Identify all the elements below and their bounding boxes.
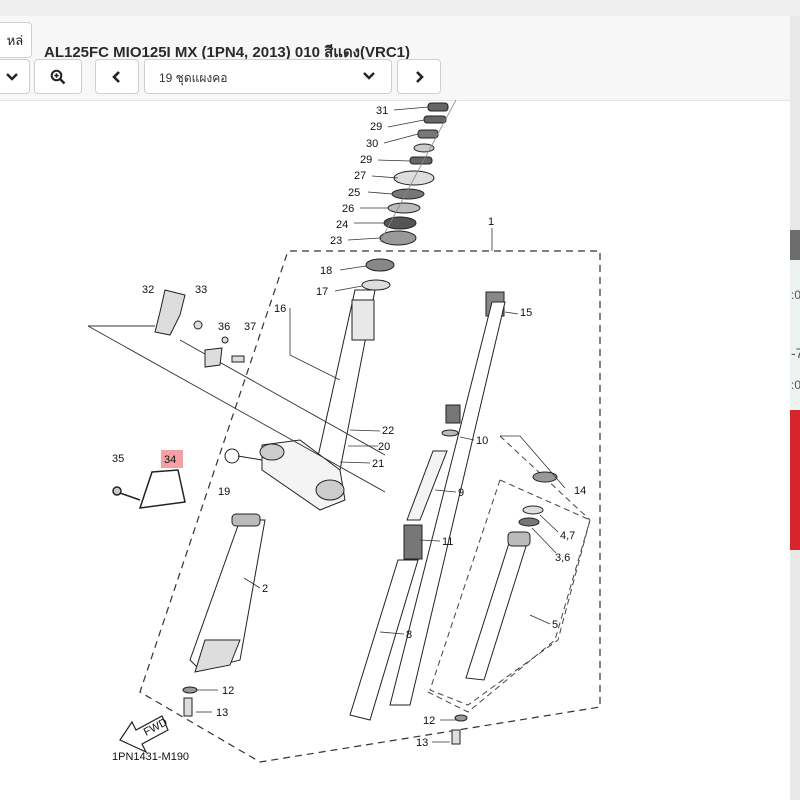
chevron-down-icon xyxy=(363,72,375,80)
right-panel-dark-strip xyxy=(790,230,800,260)
callout-label[interactable]: 4,7 xyxy=(560,530,575,542)
callout-label[interactable]: 8 xyxy=(406,629,412,641)
right-fork-leg xyxy=(451,471,558,745)
callout-label[interactable]: 18 xyxy=(320,265,332,277)
zoom-in-icon xyxy=(50,69,66,84)
callout-label[interactable]: 9 xyxy=(458,487,464,499)
callout-label[interactable]: 25 xyxy=(348,187,360,199)
chevron-right-icon xyxy=(416,70,424,83)
callout-label[interactable]: 12 xyxy=(222,685,234,697)
callout-label[interactable]: 5 xyxy=(552,619,558,631)
assembly-outline-left-tube xyxy=(423,435,591,713)
under-bracket xyxy=(224,439,346,511)
callout-label[interactable]: 1 xyxy=(488,216,494,228)
callout-label[interactable]: 27 xyxy=(354,170,366,182)
callout-label[interactable]: 36 xyxy=(218,321,230,333)
left-fork-leg xyxy=(182,513,266,717)
right-panel-info-strip xyxy=(790,260,800,410)
steering-stem xyxy=(314,258,395,471)
previous-section-button[interactable] xyxy=(95,59,139,94)
right-panel-fragment: :0 xyxy=(791,288,800,302)
hose-clamp-parts xyxy=(154,289,245,368)
callout-label[interactable]: 29 xyxy=(360,154,372,166)
callout-label[interactable]: 29 xyxy=(370,121,382,133)
catalog-header: หล่ AL125FC MIO125I MX (1PN4, 2013) 010 … xyxy=(0,16,790,101)
exploded-parts-diagram: FWD 31 29 30 29 27 25 26 24 23 1 18 17 1… xyxy=(40,99,790,800)
callout-label[interactable]: 2 xyxy=(262,583,268,595)
back-button[interactable]: หล่ xyxy=(0,22,32,58)
diagram-code: 1PN1431-M190 xyxy=(112,751,189,763)
callout-leaders xyxy=(196,106,566,743)
section-select[interactable]: 19 ชุดแผงคอ xyxy=(144,59,392,94)
callout-label[interactable]: 12 xyxy=(423,715,435,727)
callout-label[interactable]: 34 xyxy=(164,454,176,466)
callout-label[interactable]: 17 xyxy=(316,286,328,298)
callout-label[interactable]: 37 xyxy=(244,321,256,333)
chevron-down-icon xyxy=(6,72,18,81)
section-select-value: 19 ชุดแผงคอ xyxy=(159,71,228,85)
callout-label[interactable]: 20 xyxy=(378,441,390,453)
next-section-button[interactable] xyxy=(397,59,441,94)
right-panel-red-banner xyxy=(790,410,800,550)
callout-label[interactable]: 10 xyxy=(476,435,488,447)
right-panel-fragment: :0 xyxy=(791,378,800,392)
steering-bearing-stack xyxy=(379,99,457,246)
callout-label[interactable]: 11 xyxy=(442,536,453,548)
callout-label[interactable]: 19 xyxy=(218,486,230,498)
callout-label[interactable]: 33 xyxy=(195,284,207,296)
callout-label[interactable]: 23 xyxy=(330,235,342,247)
highlighted-callout-box[interactable] xyxy=(161,450,183,468)
reflector-bracket xyxy=(112,469,186,509)
page-title: AL125FC MIO125I MX (1PN4, 2013) 010 สีแด… xyxy=(44,44,411,61)
callout-label[interactable]: 13 xyxy=(216,707,228,719)
model-dropdown-button[interactable] xyxy=(0,59,30,94)
callout-label[interactable]: 22 xyxy=(382,425,394,437)
fork-inner-tube-assembly xyxy=(349,291,506,721)
assembly-outline-fork xyxy=(139,250,601,763)
callout-label[interactable]: 3,6 xyxy=(555,552,570,564)
assembly-outline-inner xyxy=(429,479,591,706)
callout-label[interactable]: 26 xyxy=(342,203,354,215)
callout-label[interactable]: 24 xyxy=(336,219,348,231)
callout-label[interactable]: 31 xyxy=(376,105,388,117)
browser-top-strip xyxy=(0,0,800,17)
right-panel-fragment: -7 xyxy=(791,345,800,361)
callout-label[interactable]: 15 xyxy=(520,307,532,319)
callout-label[interactable]: 35 xyxy=(112,453,124,465)
back-button-label: หล่ xyxy=(6,32,24,48)
callout-label[interactable]: 30 xyxy=(366,138,378,150)
callout-label[interactable]: 14 xyxy=(574,485,586,497)
callout-label[interactable]: 21 xyxy=(372,458,384,470)
callout-label[interactable]: 32 xyxy=(142,284,154,296)
chevron-left-icon xyxy=(112,70,120,83)
zoom-in-button[interactable] xyxy=(34,59,82,94)
callout-label[interactable]: 16 xyxy=(274,303,286,315)
callout-label[interactable]: 13 xyxy=(416,737,428,749)
forward-arrow-icon: FWD xyxy=(119,715,170,754)
